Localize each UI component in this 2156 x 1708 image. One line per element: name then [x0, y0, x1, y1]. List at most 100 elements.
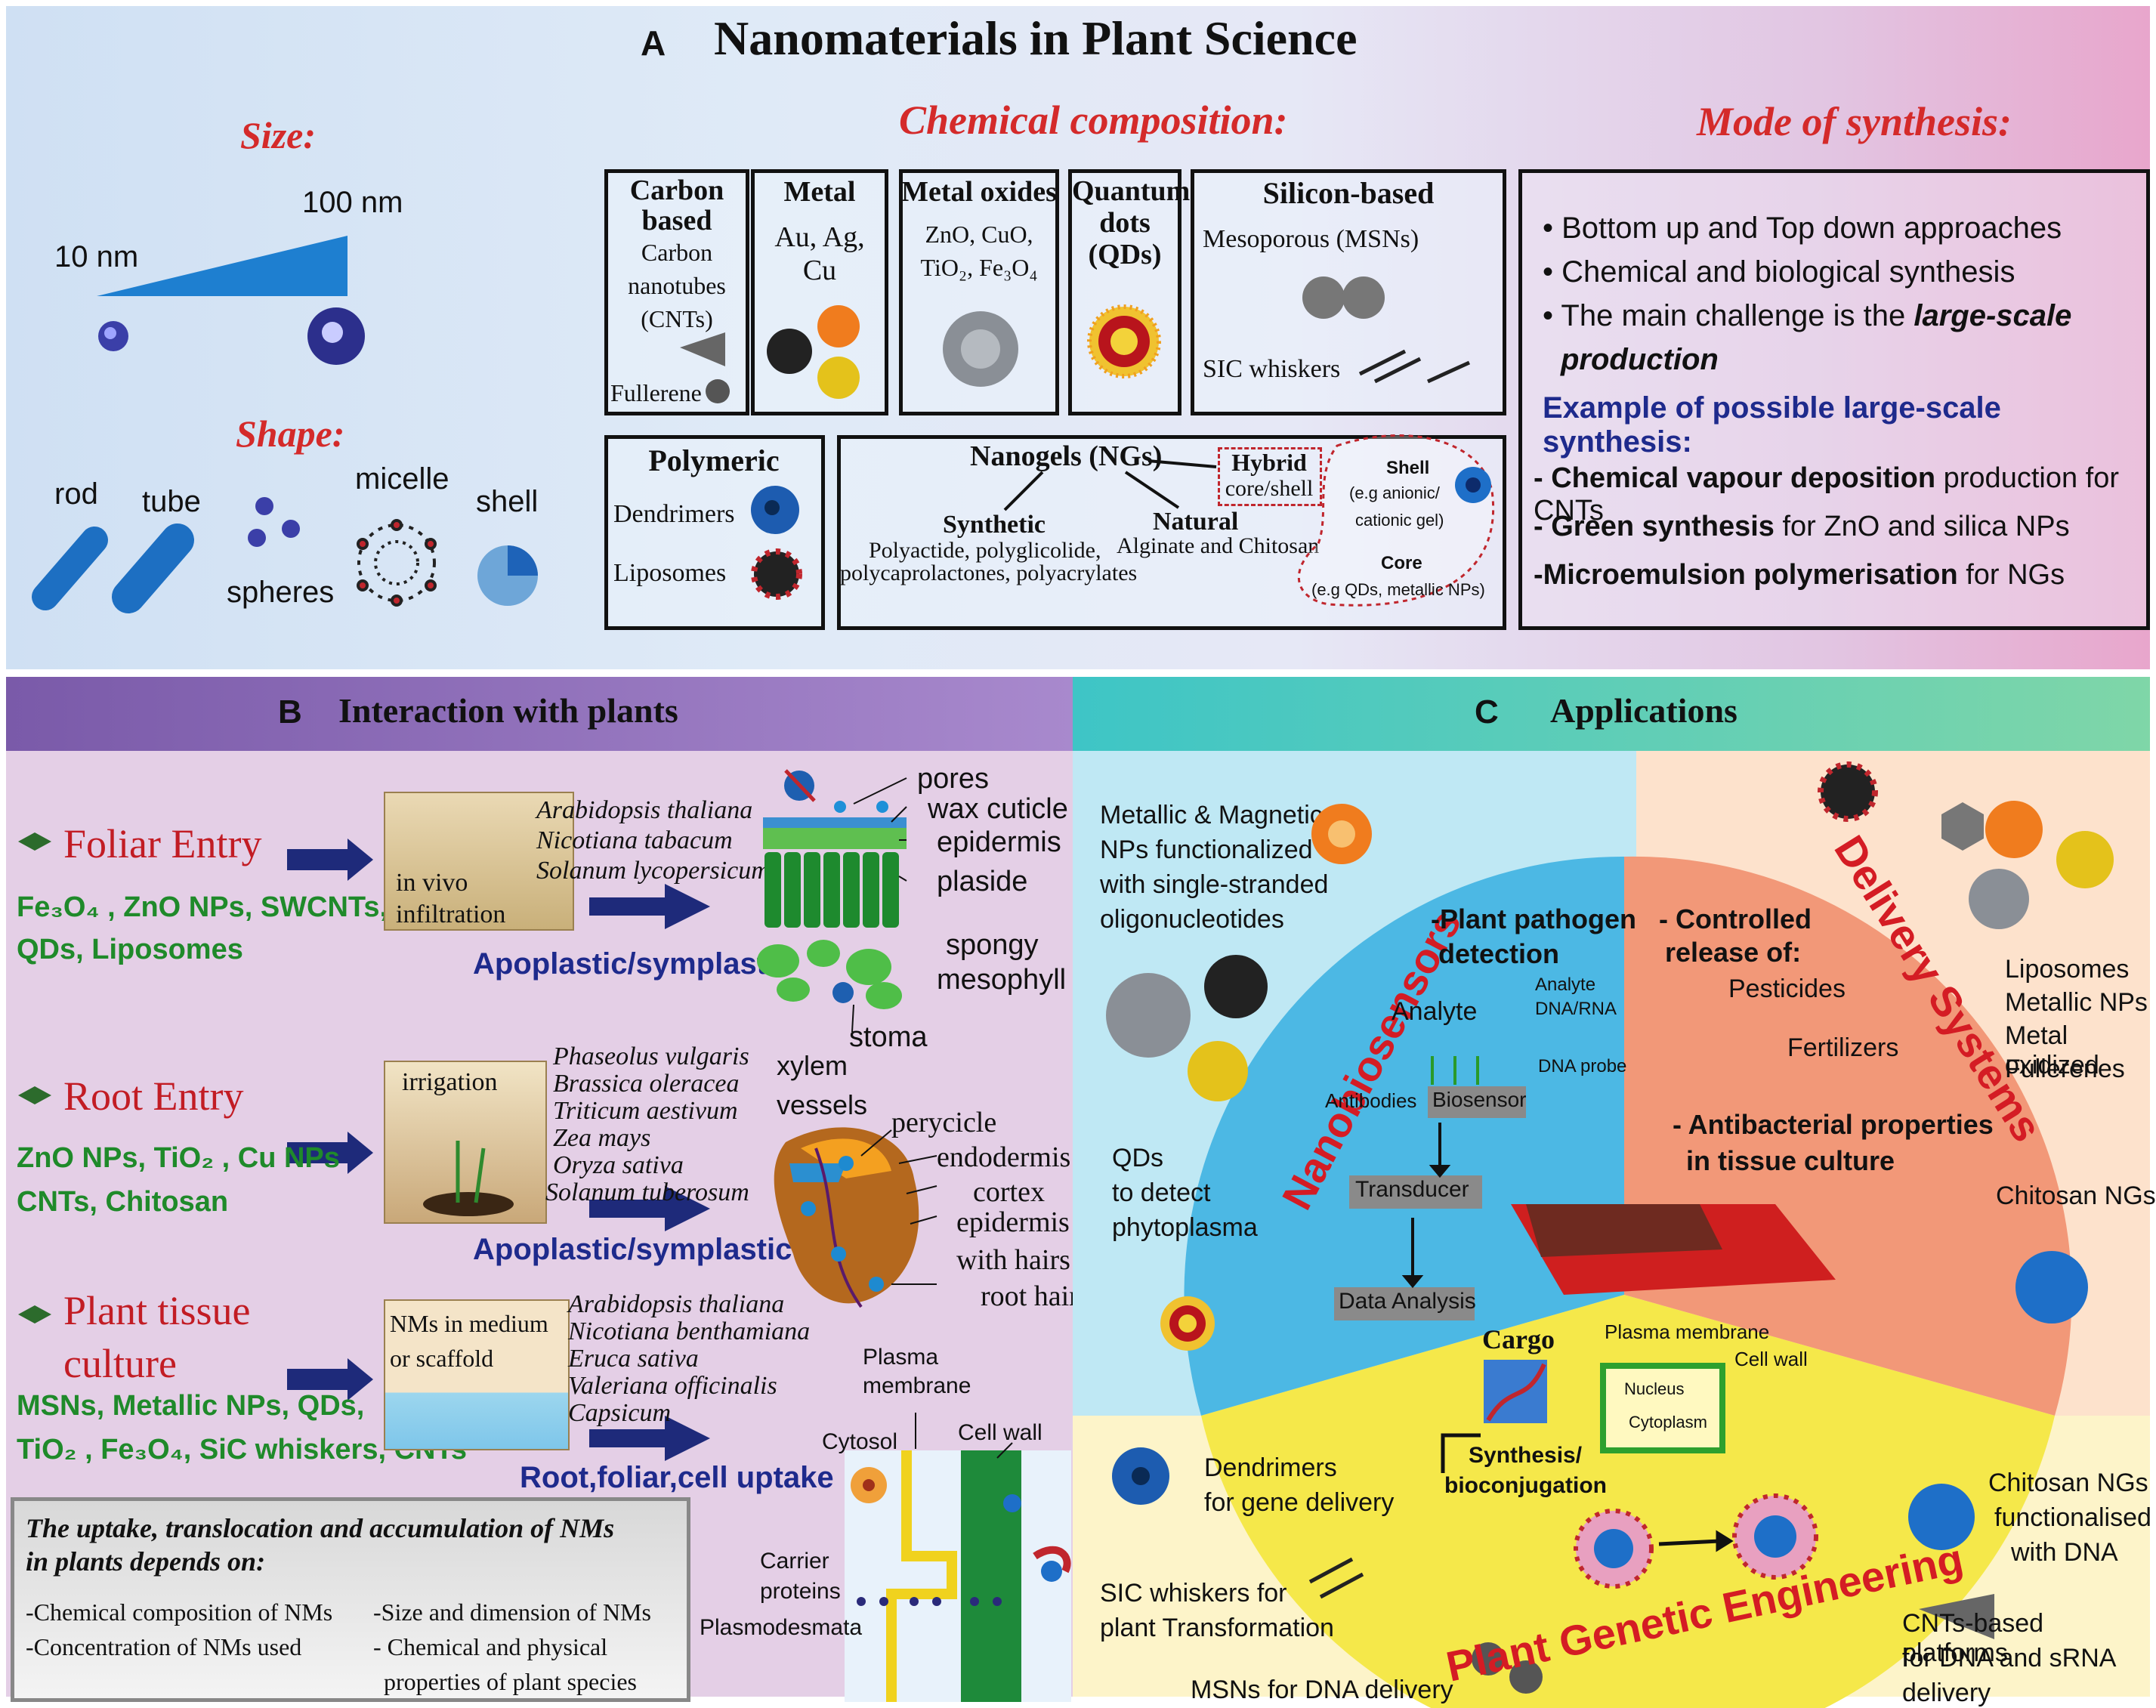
synth-bullet-1: • Bottom up and Top down approaches	[1543, 212, 2062, 245]
tissue-route: Root,foliar,cell uptake	[520, 1461, 834, 1494]
dl-cr-1: - Controlled	[1659, 903, 1812, 934]
c-left-np-1: Metallic & Magnetic	[1100, 801, 1323, 829]
root-label-perycicle: perycicle	[891, 1107, 997, 1138]
synth-e1-bold: - Chemical vapour deposition	[1534, 462, 1936, 494]
msn-sic-icons	[1302, 276, 1471, 384]
rod-icon	[32, 527, 108, 610]
shape-micelle-label: micelle	[355, 462, 449, 496]
pge-cargo: Cargo	[1482, 1324, 1555, 1354]
chem-oxides-title: Metal oxides	[901, 176, 1057, 208]
tissue-nps-1: MSNs, Metallic NPs, QDs,	[17, 1390, 365, 1422]
c-left-np-2: NPs functionalized	[1100, 835, 1313, 864]
synth-e3-rest: for NGs	[1957, 559, 2065, 591]
chem-carbon-title: Carbon based	[629, 175, 724, 236]
pge-pm: Plasma membrane	[1605, 1320, 1770, 1343]
cell-label-membrane: membrane	[863, 1373, 971, 1398]
c-sic-1: SIC whiskers for	[1100, 1579, 1287, 1608]
synth-e3-bold: -Microemulsion polymerisation	[1534, 559, 1958, 591]
chem-oxides-line1: ZnO, CuO,	[925, 221, 1033, 248]
shell-icon	[477, 545, 538, 606]
root-label-xylem: xylem	[777, 1050, 848, 1081]
chem-metal-line2: Cu	[802, 255, 837, 286]
tissue-species-2: Nicotiana benthamiana	[568, 1317, 811, 1345]
foliar-label-stoma: stoma	[849, 1021, 928, 1053]
root-label-vessels: vessels	[777, 1089, 868, 1120]
foliar-infiltration-box	[384, 792, 574, 931]
shape-spheres-label: spheres	[227, 576, 335, 609]
chem-carbon-line3: (CNTs)	[641, 305, 713, 332]
root-box: irrigation	[402, 1068, 498, 1096]
foliar-label-epidermis: epidermis	[937, 826, 1061, 858]
panel-b-title: Interaction with plants	[338, 691, 678, 730]
note-title-2: in plants depends on:	[26, 1546, 266, 1577]
ng-natural-desc: Alginate and Chitosan	[1117, 533, 1320, 558]
note-title-1: The uptake, translocation and accumulati…	[26, 1513, 615, 1543]
foliar-nps-1: Fe₃O₄ , ZnO NPs, SWCNTs,	[17, 891, 388, 923]
chem-liposomes: Liposomes	[613, 559, 727, 587]
nb-analyte-dna-1: Analyte	[1535, 974, 1596, 995]
shape-tube-label: tube	[142, 485, 201, 518]
ng-synthetic-desc1: Polyactide, polyglicolide,	[869, 538, 1101, 563]
panel-a-title: Nanomaterials in Plant Science	[714, 11, 1358, 65]
chem-nanogels-box	[837, 435, 1506, 630]
foliar-label-spongy: spongy	[946, 929, 1039, 961]
tissue-heading-1: Plant tissue	[63, 1288, 251, 1333]
cnt-icon	[680, 332, 730, 403]
micelle-icon	[357, 519, 437, 607]
leaf-cross-section	[757, 769, 907, 1033]
root-label-root-hair: root hair	[981, 1280, 1079, 1312]
c-right-cnt-2: for DNA and sRNA	[1902, 1644, 2117, 1672]
ng-core-desc: (e.g QDs, metallic NPs)	[1311, 580, 1485, 599]
c-right-3: Metal oxidized	[2005, 1021, 2099, 1079]
polymer-icons	[751, 486, 802, 600]
qd-icon	[1087, 304, 1161, 378]
root-nps-1: ZnO NPs, TiO₂ , Cu NPs	[17, 1142, 340, 1174]
nb-det-1: -Plant pathogen	[1431, 903, 1636, 934]
synth-b3-text: The main challenge is the	[1561, 299, 1914, 332]
nb-antibodies: Antibodies	[1325, 1089, 1417, 1112]
shape-shell-label: shell	[476, 485, 539, 518]
root-nps-2: CNTs, Chitosan	[17, 1186, 229, 1218]
ng-synthetic: Synthetic	[943, 511, 1046, 539]
chem-oxides-line2: TiO₂, Fe₃O₄	[920, 254, 1038, 281]
pge-cell-box	[1600, 1363, 1725, 1453]
root-species-2: Brassica oleracea	[553, 1070, 740, 1098]
synth-e3: -Microemulsion polymerisation for NGs	[1534, 559, 2065, 591]
foliar-species-2: Nicotiana tabacum	[536, 826, 733, 854]
synth-b3-production: production	[1561, 343, 1719, 376]
foliar-heading: Foliar Entry	[63, 821, 262, 866]
note-c1: -Chemical composition of NMs	[26, 1598, 333, 1626]
ng-hybrid: Hybrid	[1231, 449, 1307, 476]
nb-det-2: detection	[1438, 938, 1560, 969]
metal-np-icons	[767, 305, 860, 399]
foliar-label-wax: wax cuticle	[928, 793, 1068, 825]
ng-natural: Natural	[1153, 508, 1239, 536]
tissue-species-5: Capsicum	[568, 1399, 671, 1427]
tissue-box-1: NMs in medium	[390, 1310, 548, 1337]
foliar-label-mesophyll: mesophyll	[937, 964, 1067, 996]
root-label-cortex: cortex	[973, 1176, 1045, 1208]
synth-box	[1518, 169, 2150, 630]
c-sic-2: plant Transformation	[1100, 1614, 1334, 1642]
nb-transducer: Transducer	[1355, 1177, 1469, 1202]
size-small-label: 10 nm	[54, 240, 139, 273]
ng-core: Core	[1381, 553, 1422, 573]
plant-soil-icon	[423, 1141, 514, 1216]
pge-nucleus: Nucleus	[1624, 1379, 1685, 1398]
root-species-5: Oryza sativa	[553, 1151, 684, 1179]
chem-polymeric-box	[604, 435, 825, 630]
chem-carbon-box	[604, 169, 749, 415]
c-right-cd-3: with DNA	[2011, 1538, 2118, 1567]
size-heading: Size:	[240, 114, 316, 156]
root-route: Apoplastic/symplastic	[473, 1233, 792, 1266]
synth-bullet-2: • Chemical and biological synthesis	[1543, 255, 2015, 289]
panel-a-letter: A	[641, 23, 666, 63]
root-species-1: Phaseolus vulgaris	[553, 1042, 749, 1070]
synth-e2-bold: - Green synthesis	[1534, 511, 1775, 542]
root-label-endodermis: endodermis	[937, 1141, 1071, 1173]
size-wedge	[97, 236, 365, 365]
pge-cw: Cell wall	[1734, 1348, 1808, 1370]
